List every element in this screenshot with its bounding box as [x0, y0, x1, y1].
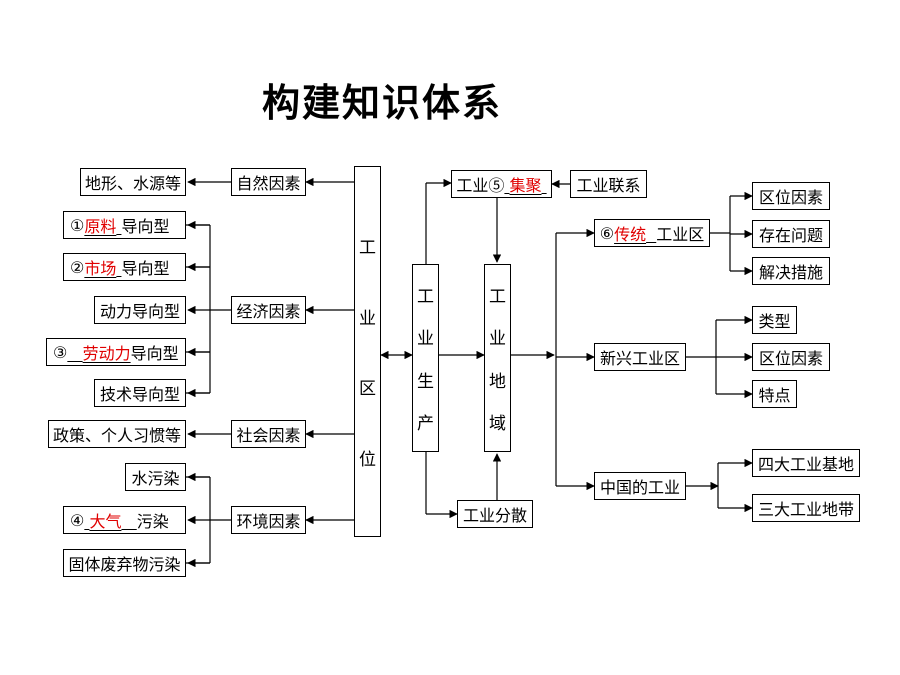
- item-number: ⑥: [599, 223, 615, 243]
- item-number: ③: [53, 342, 68, 362]
- industrial-location-pillar: 工 业 区 位: [354, 166, 381, 537]
- item-label: 水污染: [131, 469, 180, 488]
- factor-label: 自然因素: [236, 174, 301, 193]
- item-label: 固体废弃物污染: [68, 555, 181, 574]
- social-item-label: 政策、个人习惯等: [52, 426, 181, 445]
- social-item-policy: 政策、个人习惯等: [48, 420, 186, 448]
- industrial-region-pillar: 工 业 地 域: [484, 264, 511, 452]
- economic-factor-box: 经济因素: [231, 296, 306, 324]
- environment-factor-box: 环境因素: [231, 506, 306, 534]
- answer-blank: [646, 224, 656, 243]
- pillar-char: 产: [417, 413, 434, 434]
- answer-text: 大气: [89, 512, 122, 531]
- item-suffix: 导向型: [121, 217, 170, 236]
- item-label: 技术导向型: [99, 385, 180, 404]
- item-label: 动力导向型: [99, 302, 180, 321]
- item-label: 存在问题: [758, 226, 823, 245]
- item-label: 区位因素: [758, 188, 823, 207]
- item-number: ④: [70, 510, 85, 530]
- item-suffix: 导向型: [130, 344, 179, 363]
- item-number: ①: [70, 215, 85, 235]
- pillar-char: 工: [417, 287, 434, 308]
- box-label: 新兴工业区: [599, 349, 680, 368]
- item-label: 区位因素: [758, 349, 823, 368]
- traditional-item-measures: 解决措施: [752, 257, 830, 285]
- pillar-char: 区: [359, 379, 376, 400]
- answer-blank: [67, 343, 82, 362]
- natural-factor-box: 自然因素: [231, 168, 306, 196]
- economic-item-power: 动力导向型: [94, 296, 186, 324]
- item-suffix: 工业区: [656, 225, 705, 244]
- box-prefix: 工业⑤: [456, 176, 505, 195]
- pillar-char: 业: [489, 329, 506, 350]
- item-label: 解决措施: [758, 263, 823, 282]
- answer-text: 市场: [84, 259, 117, 278]
- pillar-char: 生: [417, 371, 434, 392]
- traditional-item-problems: 存在问题: [752, 220, 830, 248]
- answer-text: 原料: [84, 217, 117, 236]
- china-item-belts: 三大工业地带: [752, 494, 860, 522]
- box-label: 工业分散: [462, 506, 527, 525]
- item-label: 特点: [758, 386, 791, 405]
- item-label: 三大工业地带: [757, 500, 854, 519]
- answer-text: 集聚: [509, 176, 542, 195]
- item-suffix: 导向型: [121, 259, 170, 278]
- pillar-char: 工: [489, 287, 506, 308]
- factor-label: 经济因素: [236, 302, 301, 321]
- item-suffix: 污染: [136, 512, 169, 531]
- item-number: ②: [70, 257, 85, 277]
- traditional-item-factors: 区位因素: [752, 182, 830, 210]
- natural-item-terrain: 地形、水源等: [80, 168, 186, 196]
- page-title: 构建知识体系: [262, 81, 503, 125]
- factor-label: 社会因素: [236, 426, 301, 445]
- emerging-item-factors: 区位因素: [752, 343, 830, 371]
- pillar-char: 域: [489, 413, 506, 434]
- item-label: 类型: [758, 312, 791, 331]
- answer-text: 劳动力: [82, 344, 131, 363]
- pillar-char: 工: [359, 237, 376, 258]
- emerging-item-types: 类型: [752, 306, 797, 334]
- social-factor-box: 社会因素: [231, 420, 306, 448]
- answer-text: 传统: [614, 225, 647, 244]
- emerging-region-box: 新兴工业区: [594, 343, 686, 371]
- environment-item-solid-waste: 固体废弃物污染: [63, 549, 186, 577]
- box-label: 中国的工业: [599, 478, 680, 497]
- box-label: 工业联系: [576, 176, 641, 195]
- item-label: 四大工业基地: [757, 455, 854, 474]
- emerging-item-features: 特点: [752, 380, 797, 408]
- answer-blank: [542, 175, 547, 194]
- environment-item-air: ④ 大气 污染: [63, 506, 186, 534]
- natural-item-label: 地形、水源等: [84, 174, 181, 193]
- pillar-char: 地: [489, 371, 506, 392]
- factor-label: 环境因素: [236, 512, 301, 531]
- linkage-box: 工业联系: [570, 170, 647, 198]
- industrial-production-pillar: 工 业 生 产: [412, 264, 439, 452]
- pillar-char: 业: [359, 308, 376, 329]
- economic-item-technology: 技术导向型: [94, 379, 186, 407]
- china-industry-box: 中国的工业: [594, 472, 686, 500]
- china-item-bases: 四大工业基地: [752, 449, 860, 477]
- agglomeration-box: 工业⑤ 集聚: [451, 170, 552, 198]
- pillar-char: 位: [359, 450, 376, 471]
- economic-item-labor: ③ 劳动力导向型: [46, 338, 186, 366]
- dispersion-box: 工业分散: [457, 500, 533, 528]
- environment-item-water: 水污染: [125, 463, 186, 491]
- answer-blank: [121, 511, 136, 530]
- pillar-char: 业: [417, 329, 434, 350]
